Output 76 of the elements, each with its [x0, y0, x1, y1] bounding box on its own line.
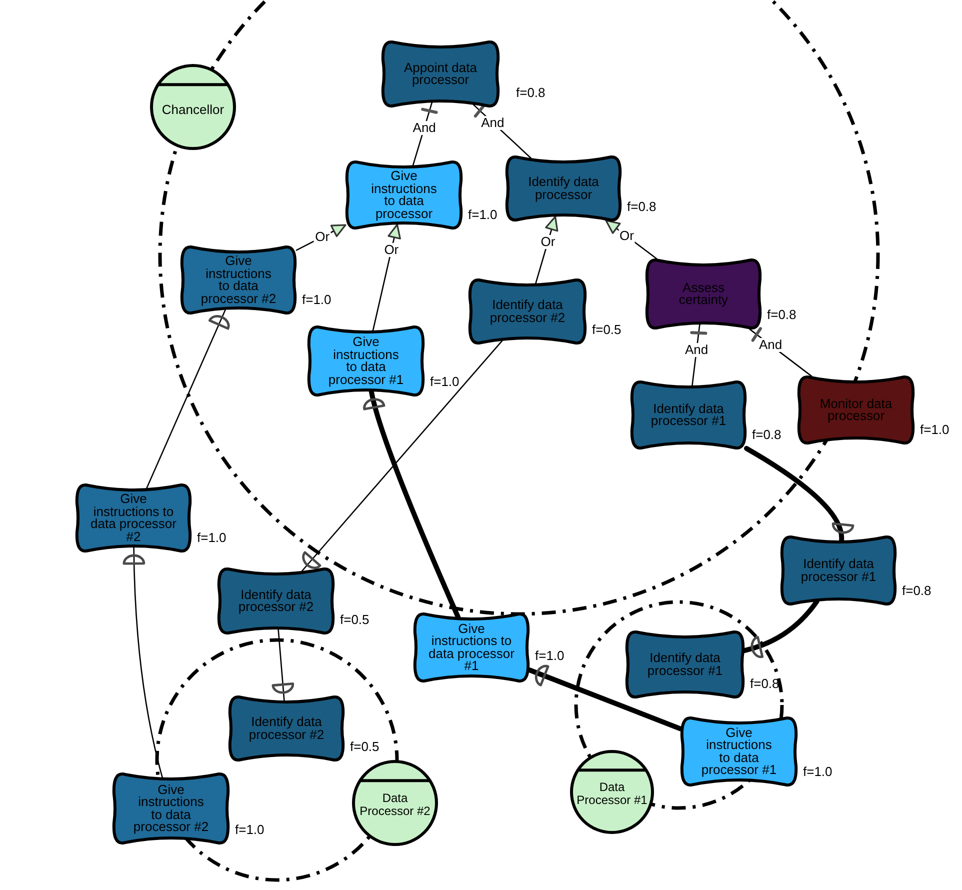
edge-label: And — [684, 343, 710, 358]
factor-label: f=1.0 — [468, 208, 498, 222]
task-node — [307, 325, 425, 397]
dependency-link — [122, 546, 163, 778]
edge-label: Or — [540, 234, 556, 249]
task-label: Identify data processor #2 — [488, 299, 566, 324]
factor-label: f=1.0 — [197, 531, 226, 545]
means-end-arrow — [535, 216, 558, 284]
factor-label: f=0.5 — [340, 613, 370, 627]
dependency-link — [364, 389, 461, 620]
factor-label: f=1.0 — [430, 375, 460, 389]
edge-label: Or — [618, 229, 635, 244]
task-label: Identify data processor #1 — [650, 402, 728, 428]
factor-label: f=0.8 — [752, 428, 782, 442]
task-node — [797, 375, 915, 445]
factor-label: f=0.8 — [627, 200, 656, 214]
task-node — [645, 258, 762, 330]
task-label: Identify data processor #1 — [646, 652, 724, 677]
actor-circle — [570, 750, 654, 834]
task-label: Give instructions to data processor #2 — [132, 784, 210, 834]
task-node — [112, 772, 230, 845]
dependency-link — [742, 599, 820, 658]
task-node — [413, 612, 530, 683]
dependency-link — [301, 340, 503, 572]
actor-label: Data Processor #2 — [358, 792, 432, 818]
factor-label: f=0.8 — [767, 308, 796, 322]
dependency-link — [744, 446, 852, 543]
task-node — [780, 535, 897, 606]
boundary-circle — [574, 600, 784, 810]
means-end-arrow — [296, 224, 346, 251]
task-label: Give instructions to data processor #2 — [90, 493, 178, 543]
edge-label: And — [412, 120, 437, 135]
task-label: Identify data processor #1 — [800, 558, 878, 583]
edge-label: And — [758, 338, 784, 352]
actor-circle — [352, 760, 438, 846]
edge-label: Or — [314, 230, 331, 244]
task-label: Assess certainty — [678, 282, 730, 306]
task-label: Identify data processor #2 — [248, 716, 326, 741]
factor-label: f=1.0 — [920, 423, 950, 437]
edge-label: And — [480, 116, 506, 130]
task-node — [505, 155, 622, 222]
actor-label: Chancellor — [160, 102, 226, 116]
task-node — [75, 483, 192, 553]
task-label: Monitor data processor — [818, 398, 894, 422]
factor-label: f=0.5 — [592, 323, 622, 337]
task-label: Give instructions to data processor #2 — [200, 255, 277, 305]
factor-label: f=0.5 — [350, 740, 380, 754]
task-node — [180, 245, 297, 315]
task-label: Give instructions to data processor #1 — [328, 336, 404, 386]
task-node — [217, 567, 335, 635]
factor-label: f=1.0 — [302, 293, 332, 307]
means-end-arrow — [372, 224, 401, 332]
factor-label: f=0.8 — [750, 677, 780, 691]
factor-label: f=1.0 — [535, 649, 564, 663]
task-label: Identify data processor #2 — [237, 588, 315, 614]
factor-label: f=1.0 — [803, 765, 832, 779]
task-node — [625, 630, 745, 699]
task-label: Give instructions to data processor — [370, 170, 438, 220]
actor-circle — [150, 64, 236, 150]
task-label: Give instructions to data processor #1 — [428, 622, 516, 672]
factor-label: f=0.8 — [902, 584, 932, 598]
task-node — [680, 716, 798, 787]
actor-label: Data Processor #1 — [576, 781, 648, 807]
task-node — [228, 695, 345, 762]
factor-label: f=1.0 — [235, 823, 264, 837]
task-node — [381, 40, 500, 108]
task-label: Identify data processor — [527, 176, 600, 201]
edge-label: Or — [383, 242, 400, 257]
factor-label: f=0.8 — [516, 86, 546, 100]
task-node — [468, 278, 587, 345]
dependency-link — [527, 664, 683, 732]
task-label: Appoint data processor — [402, 62, 478, 86]
dependency-link — [146, 309, 230, 489]
task-node — [630, 380, 747, 450]
task-node — [345, 160, 463, 230]
task-label: Give instructions to data processor #1 — [700, 726, 778, 776]
